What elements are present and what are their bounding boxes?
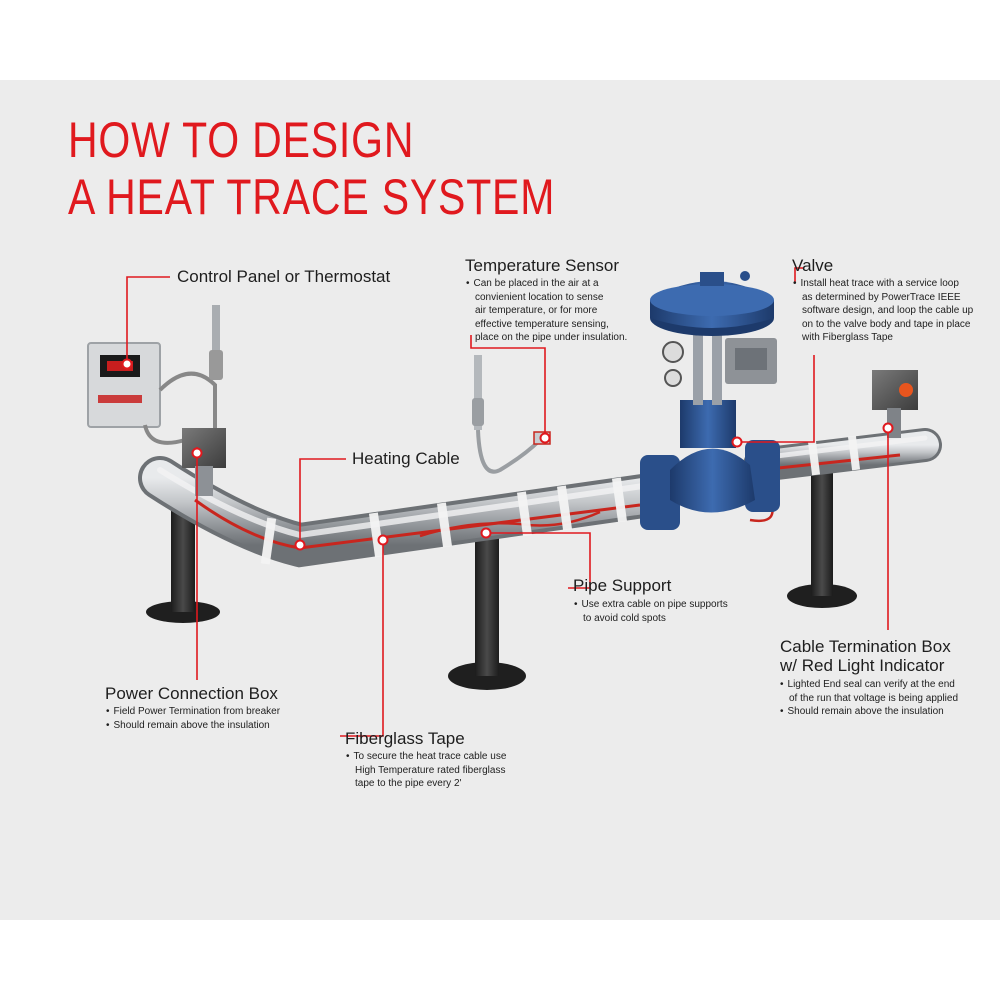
cable-termination-label-line-2: w/ Red Light Indicator <box>780 656 945 675</box>
page-title-line-1: HOW TO DESIGN <box>68 112 415 168</box>
leader-lines <box>126 267 889 737</box>
pipe-support-notes: Use extra cable on pipe supports to avoi… <box>574 598 728 625</box>
list-item: tape to the pipe every 2' <box>355 778 462 789</box>
temperature-probe-icon <box>472 355 551 474</box>
list-item: to avoid cold spots <box>583 612 666 624</box>
list-item: on to the valve body and tape in place <box>802 318 971 330</box>
cable-termination-notes: Lighted End seal can verify at the end o… <box>780 678 959 719</box>
valve-notes: Install heat trace with a service loop a… <box>793 277 974 345</box>
fiberglass-tape-notes: To secure the heat trace cable use High … <box>346 750 507 791</box>
control-panel-icon <box>87 305 223 445</box>
junction-box-icon <box>182 428 226 496</box>
temperature-sensor-label: Temperature Sensor <box>465 256 620 275</box>
list-item: effective temperature sensing, <box>475 318 609 330</box>
leader-endpoints <box>121 358 894 551</box>
list-item: Install heat trace with a service loop <box>793 277 973 291</box>
heating-cable-label: Heating Cable <box>352 449 460 468</box>
list-item: of the run that voltage is being applied <box>789 692 959 704</box>
list-item: Should remain above the insulation <box>106 719 280 733</box>
list-item: High Temperature rated fiberglass <box>355 764 506 776</box>
list-item: To secure the heat trace cable use <box>346 750 507 764</box>
fiberglass-tape-label: Fiberglass Tape <box>345 729 465 748</box>
control-valve-icon <box>640 271 780 530</box>
control-panel-label: Control Panel or Thermostat <box>177 267 391 286</box>
pipe-stand-icon <box>146 470 857 690</box>
list-item: place on the pipe under insulation. <box>475 332 628 343</box>
list-item: with Fiberglass Tape <box>802 332 893 343</box>
list-item: Should remain above the insulation <box>780 705 958 719</box>
page-title-line-2: A HEAT TRACE SYSTEM <box>68 169 556 225</box>
pipe-support-label: Pipe Support <box>573 576 672 595</box>
list-item: Lighted End seal can verify at the end <box>780 678 958 692</box>
pipe <box>138 428 942 568</box>
cable-termination-label-line-1: Cable Termination Box <box>780 637 951 656</box>
power-connection-notes: Field Power Termination from breaker Sho… <box>106 705 281 733</box>
list-item: software design, and loop the cable up <box>802 305 974 316</box>
list-item: Field Power Termination from breaker <box>106 705 281 719</box>
list-item: Use extra cable on pipe supports <box>574 598 728 612</box>
temperature-sensor-notes: Can be placed in the air at a convienien… <box>466 277 628 345</box>
list-item: Can be placed in the air at a <box>466 277 627 291</box>
termination-light-icon <box>872 370 918 438</box>
list-item: air temperature, or for more <box>475 305 598 316</box>
power-connection-label: Power Connection Box <box>105 684 278 703</box>
list-item: as determined by PowerTrace IEEE <box>802 291 961 303</box>
list-item: convienient location to sense <box>475 291 604 303</box>
valve-label: Valve <box>792 256 834 275</box>
fiberglass-tape-bands <box>260 435 861 565</box>
